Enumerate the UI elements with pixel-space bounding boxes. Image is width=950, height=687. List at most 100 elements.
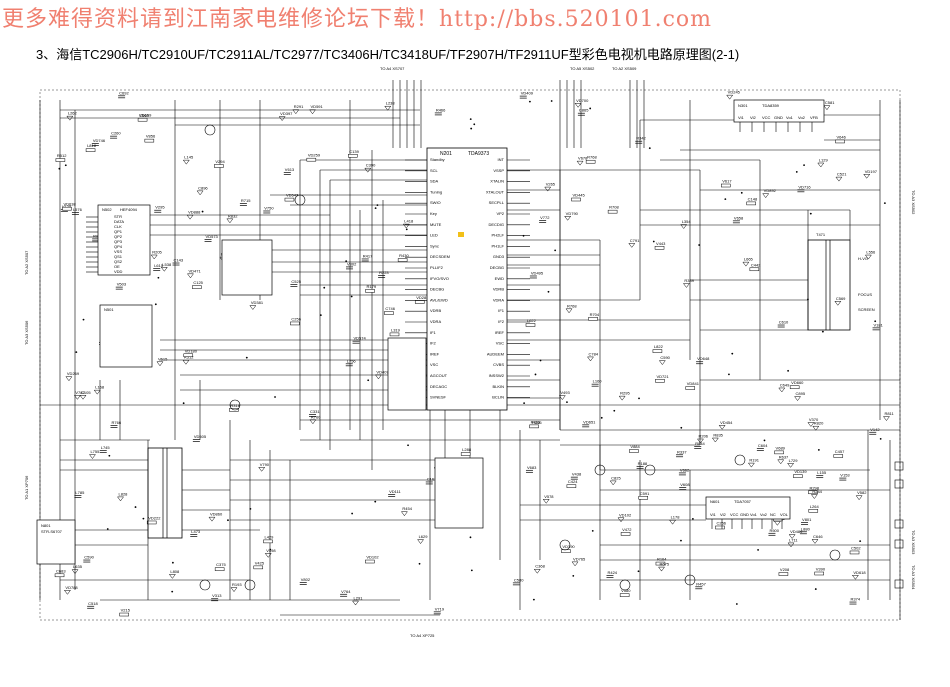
component-ref: R337: [677, 449, 687, 454]
shift-register-pin-label: VSS: [114, 249, 122, 254]
component-ref: L473: [191, 529, 201, 534]
diode: [186, 214, 194, 220]
switching-transformer: [147, 447, 183, 539]
resistor: [746, 201, 756, 206]
junction-dot: [652, 240, 655, 243]
diode: [542, 499, 550, 504]
speaker-terminal: [894, 539, 904, 549]
component-ref: R206: [698, 433, 708, 438]
junction-dot: [532, 598, 535, 601]
junction-dot: [274, 396, 276, 398]
audio-amp-ic: N601 TDA7057: [705, 496, 791, 520]
component-ref: VD888: [188, 210, 201, 215]
junction-dot: [566, 401, 568, 404]
component-ref: L576: [73, 207, 83, 212]
component-ref: L354: [682, 219, 692, 224]
component-ref: VD407: [376, 369, 389, 374]
diode: [564, 216, 572, 221]
vertical-output-pin-label: Vo2: [798, 115, 806, 120]
component-ref: L711: [789, 537, 798, 542]
component-ref: L665: [744, 257, 754, 262]
junction-dot: [680, 426, 683, 429]
component-ref: C825: [611, 475, 621, 480]
component-ref: L155: [817, 470, 827, 475]
component-ref: VD454: [720, 420, 733, 425]
vertical-output-ref: N301: [738, 103, 748, 108]
component-ref: C581: [825, 100, 835, 105]
junction-dot: [245, 356, 248, 359]
resistor: [814, 571, 824, 576]
component-ref: V153: [840, 473, 850, 478]
component-ref: C502: [851, 545, 861, 550]
component-ref: L145: [184, 155, 194, 160]
component-ref: V856: [146, 134, 156, 139]
connector-top-3: TO A2 XS509: [612, 66, 637, 71]
component-ref: R715: [241, 198, 251, 203]
component-ref: V658: [734, 215, 744, 220]
diode: [533, 568, 541, 574]
focus-label: FOCUS: [858, 292, 872, 297]
component-ref: L429: [264, 534, 274, 539]
resistor: [365, 559, 375, 564]
component-ref: VD139: [794, 469, 807, 474]
component-ref: C604: [758, 443, 768, 448]
resistor: [414, 300, 425, 304]
main-ic-right-pin-label: IREF: [495, 330, 505, 335]
diode: [249, 305, 257, 310]
junction-dot: [550, 100, 553, 102]
diode: [788, 534, 796, 539]
component-ref: C791: [630, 238, 640, 243]
junction-dot: [787, 369, 790, 372]
watermark-banner-text: 更多难得资料请到江南家电维修论坛下载！http://bbs.520101.com: [2, 7, 713, 30]
diode: [226, 218, 234, 224]
component-ref: C896: [198, 185, 208, 190]
junction-dot: [600, 416, 603, 419]
resistor: [183, 353, 194, 358]
resistor: [192, 285, 202, 289]
component-ref: C167: [427, 476, 437, 481]
component-ref: L291: [354, 596, 364, 601]
junction-dot: [740, 191, 743, 194]
component-ref: V884: [630, 444, 640, 449]
diode: [160, 267, 168, 272]
component-ref: R266: [532, 420, 542, 425]
main-ic-left-pin-label: IF2: [430, 341, 437, 346]
main-ic-right-pin-label: INT: [498, 157, 505, 162]
main-ic: N201 TDA9373: [426, 147, 508, 411]
speaker-terminal: [894, 579, 904, 589]
yellow-marker: [458, 232, 464, 237]
screen-label: SCREEN: [858, 307, 875, 312]
main-ic-right-pin-label: XTALOUT: [486, 189, 505, 194]
main-ic-right-pin-label: IF2: [498, 319, 505, 324]
resistor: [214, 567, 225, 571]
component-ref: C649: [780, 382, 790, 387]
junction-dot: [728, 373, 730, 376]
audio-amp-pin-label: VCC: [730, 512, 739, 517]
audio-amp-pin-label: GND: [740, 512, 749, 517]
diode: [571, 561, 579, 567]
resistor: [85, 148, 96, 152]
junction-dot: [534, 373, 537, 376]
resistor: [146, 520, 157, 525]
component-ref: V181: [874, 322, 884, 327]
resistor: [460, 452, 471, 456]
main-ic-left-pin-label: LED: [430, 233, 438, 238]
diode: [726, 94, 734, 100]
component-ref: L729: [789, 458, 799, 463]
component-ref: C525: [291, 279, 301, 284]
component-ref: R223: [379, 270, 389, 275]
transistor: [684, 574, 696, 586]
transistor: [244, 579, 256, 591]
component-ref: R500: [769, 528, 779, 533]
resistor: [306, 157, 317, 162]
diode: [168, 574, 176, 579]
component-ref: R179: [367, 284, 377, 289]
component-ref: R768: [587, 155, 597, 160]
diode: [364, 167, 372, 173]
diode: [628, 243, 636, 248]
junction-dot: [407, 444, 409, 447]
junction-dot: [108, 454, 111, 457]
junction-dot: [879, 437, 882, 440]
